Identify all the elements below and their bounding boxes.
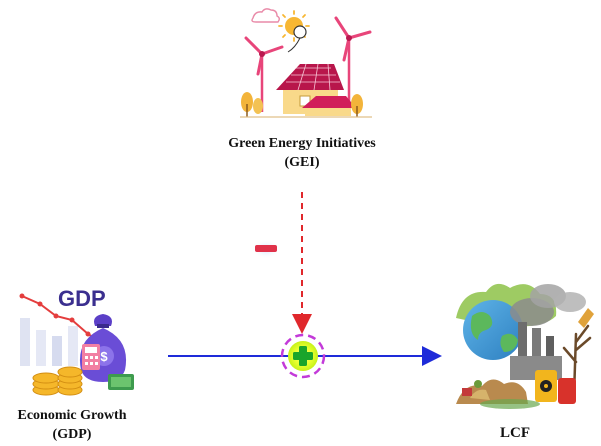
lcf-label: LCF	[470, 424, 560, 443]
gdp-label-line2: (GDP)	[52, 427, 92, 442]
gei-label-line1: Green Energy Initiatives	[228, 136, 376, 151]
negative-moderation-sign	[252, 239, 280, 259]
renewable-energy-house-icon	[240, 8, 372, 118]
economic-growth-money-bag-icon: GDP $	[19, 286, 134, 396]
gdp-label-line1: Economic Growth	[17, 408, 127, 423]
pollution-factory-earth-icon	[456, 283, 594, 409]
lcf-label-line1: LCF	[500, 425, 530, 441]
gdp-label: Economic Growth (GDP)	[0, 406, 144, 444]
gdp-icon-text: GDP	[58, 286, 106, 311]
dollar-sign: $	[100, 349, 108, 364]
positive-effect-sign	[280, 333, 326, 379]
gei-label: Green Energy Initiatives (GEI)	[170, 134, 434, 172]
gei-label-line2: (GEI)	[284, 155, 320, 170]
